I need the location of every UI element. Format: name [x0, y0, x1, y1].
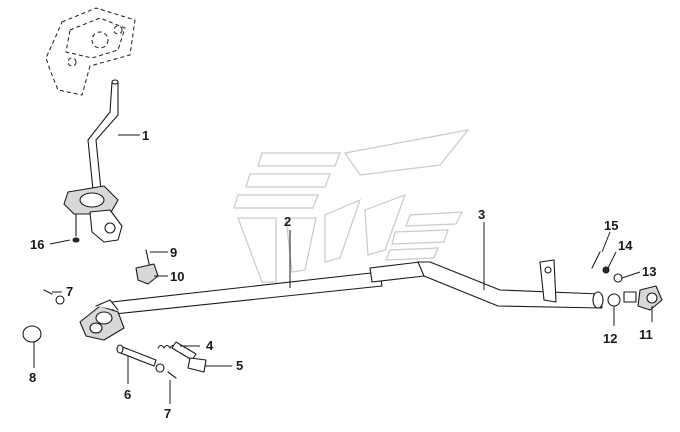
callout-13: 13 [642, 264, 656, 279]
callout-15: 15 [604, 218, 618, 233]
clip-washer-lower [155, 363, 177, 379]
left-joint-assembly [79, 299, 125, 341]
callout-6: 6 [124, 387, 131, 402]
callout-9: 9 [170, 245, 177, 260]
callout-14: 14 [618, 238, 633, 253]
pivot-pin [116, 344, 157, 367]
callout-16: 16 [30, 237, 44, 252]
callout-5: 5 [236, 358, 243, 373]
callout-labels: 1 2 3 4 5 6 7 7 8 9 10 11 12 13 14 15 16 [29, 128, 656, 421]
callout-7-upper: 7 [66, 284, 73, 299]
mounting-plate [45, 7, 136, 96]
callout-1: 1 [142, 128, 149, 143]
bushing [135, 263, 159, 285]
washer-12 [607, 293, 621, 307]
clip-washer-upper [43, 289, 65, 305]
shift-lever [87, 79, 119, 201]
right-end-assembly [591, 251, 663, 311]
callout-10: 10 [170, 269, 184, 284]
cotter-15 [591, 251, 601, 269]
watermark-logo [233, 129, 470, 283]
bent-shift-tube [417, 259, 604, 309]
nut-13 [613, 273, 623, 283]
lever-base [63, 185, 123, 243]
shift-shaft-tube [111, 261, 425, 315]
spring [157, 344, 177, 349]
leader-lines [33, 134, 653, 404]
end-cap [22, 325, 42, 343]
callout-11: 11 [639, 327, 653, 342]
linkage-pin [171, 341, 207, 373]
nut-14 [602, 266, 610, 274]
callout-12: 12 [603, 331, 617, 346]
callout-7-lower: 7 [164, 406, 171, 421]
callout-3: 3 [478, 207, 485, 222]
callout-4: 4 [206, 338, 214, 353]
callout-2: 2 [284, 214, 291, 229]
callout-8: 8 [29, 370, 36, 385]
